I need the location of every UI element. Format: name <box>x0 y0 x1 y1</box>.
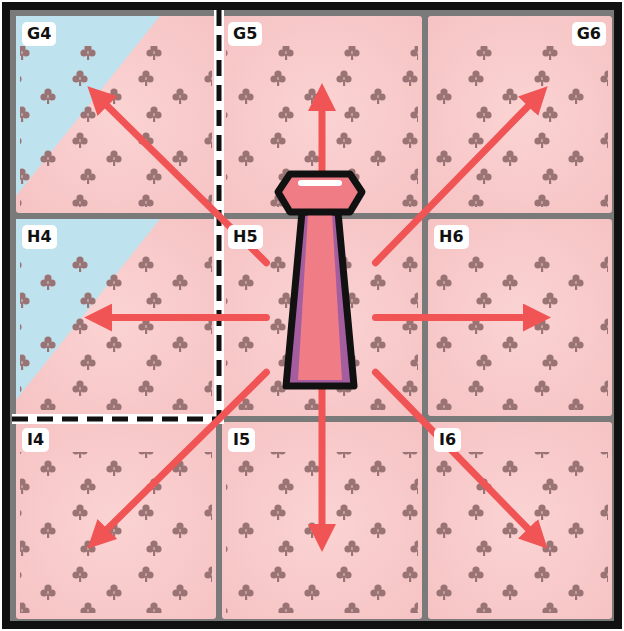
board-frame <box>6 6 618 625</box>
map-tile: H5 <box>222 219 422 416</box>
tile-coordinate: G6 <box>572 22 606 46</box>
tile-coordinate: H5 <box>228 225 263 249</box>
dashed-border <box>12 10 219 419</box>
tower-shine <box>298 180 342 186</box>
move-arrow <box>375 94 539 262</box>
tree-texture <box>20 452 212 613</box>
tower-body <box>286 212 354 386</box>
move-arrow <box>95 372 266 540</box>
tower-body-face <box>298 214 342 380</box>
tile-coordinate: H6 <box>434 225 469 249</box>
tree-texture <box>432 452 608 613</box>
map-tile: I6 <box>428 422 612 619</box>
map-tile: I5 <box>222 422 422 619</box>
move-arrow <box>375 372 539 540</box>
map-tile: H4 <box>16 219 216 416</box>
move-arrow <box>95 94 266 262</box>
forest-texture <box>20 46 608 613</box>
move-arrow <box>95 314 266 321</box>
move-arrow <box>375 314 539 321</box>
tile-coordinate: I5 <box>228 428 255 452</box>
map-tile: G4 <box>16 16 216 213</box>
border-halo <box>12 10 219 419</box>
tree-texture <box>432 249 608 410</box>
map-tile: I4 <box>16 422 216 619</box>
tree-texture <box>432 46 608 207</box>
map-tile: G6 <box>428 16 612 213</box>
tile-coordinate: H4 <box>22 225 57 249</box>
tree-texture <box>20 249 212 410</box>
move-arrow <box>319 372 326 540</box>
map-tile: G5 <box>222 16 422 213</box>
map-tile: H6 <box>428 219 612 416</box>
tile-coordinate: I4 <box>22 428 49 452</box>
tile-coordinate: G5 <box>228 22 262 46</box>
tile-grounds <box>16 16 612 619</box>
tile-coordinate: I6 <box>434 428 461 452</box>
tile-coordinate: G4 <box>22 22 56 46</box>
tower-top <box>278 174 362 212</box>
